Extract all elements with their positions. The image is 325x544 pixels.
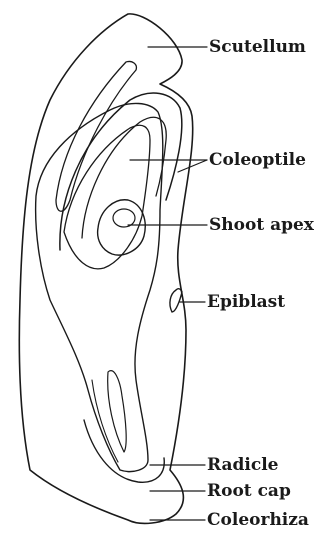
label-epiblast: Epiblast	[207, 294, 285, 311]
epiblast	[170, 289, 182, 312]
label-root-cap: Root cap	[207, 483, 291, 500]
leader-coleoptile-2	[178, 160, 207, 172]
label-coleoptile: Coleoptile	[209, 152, 306, 169]
label-radicle: Radicle	[207, 457, 279, 474]
label-scutellum: Scutellum	[209, 39, 306, 56]
radicle-channel	[108, 371, 126, 452]
label-coleorhiza: Coleorhiza	[207, 512, 309, 529]
leader-lines	[128, 47, 207, 520]
label-shoot-apex: Shoot apex	[209, 217, 314, 234]
shoot-apex-dome	[113, 209, 135, 227]
scutellum-outline	[19, 14, 192, 523]
coleoptile-inner	[82, 117, 166, 238]
